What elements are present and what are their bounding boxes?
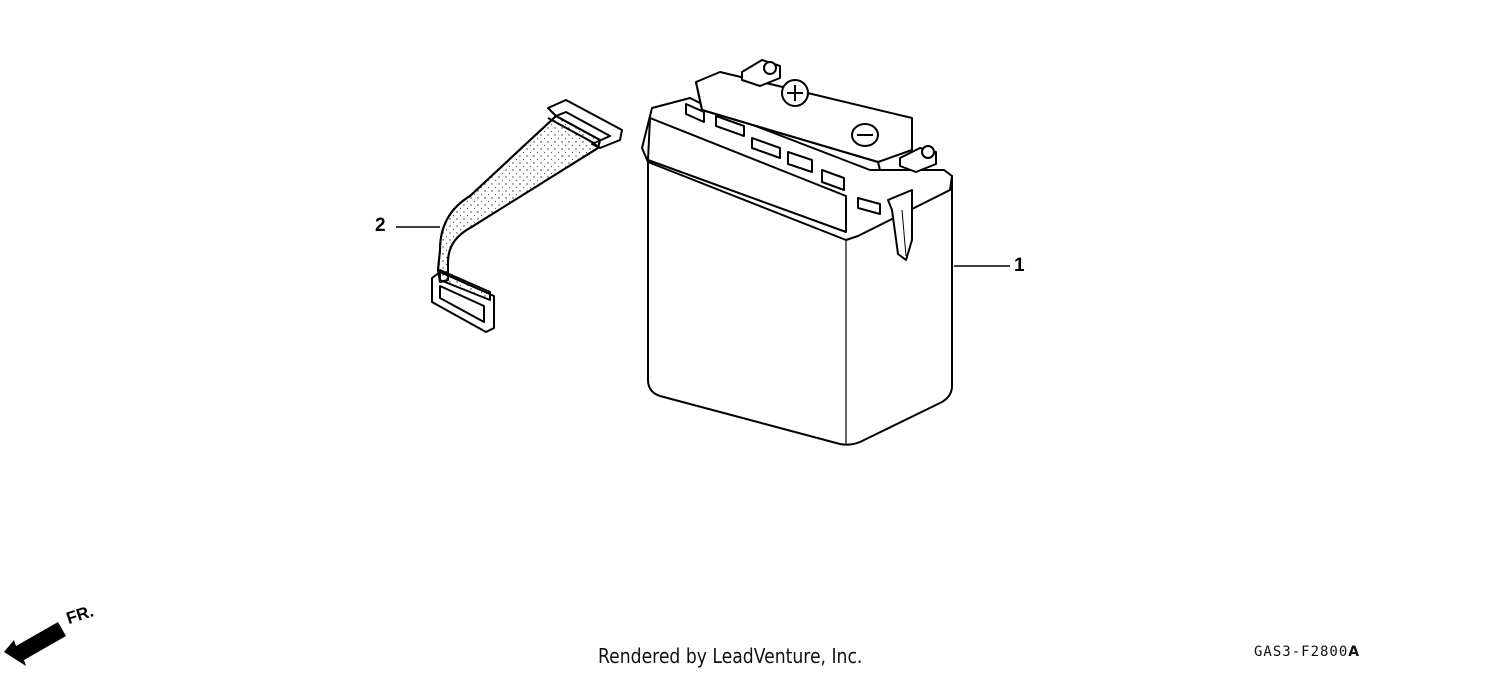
battery-strap-part	[431, 99, 623, 333]
callout-battery: 1	[1014, 255, 1025, 276]
arrow-front-icon	[4, 622, 66, 666]
footer-credit: Rendered by LeadVenture, Inc.	[598, 644, 863, 668]
diagram-code-suffix: A	[1348, 644, 1361, 660]
battery-part	[641, 59, 953, 446]
diagram-code: GAS3-F2800A	[1254, 644, 1360, 660]
diagram-code-text: GAS3-F2800	[1254, 644, 1349, 660]
callout-strap: 2	[375, 215, 386, 236]
leader-lines	[396, 226, 1010, 267]
